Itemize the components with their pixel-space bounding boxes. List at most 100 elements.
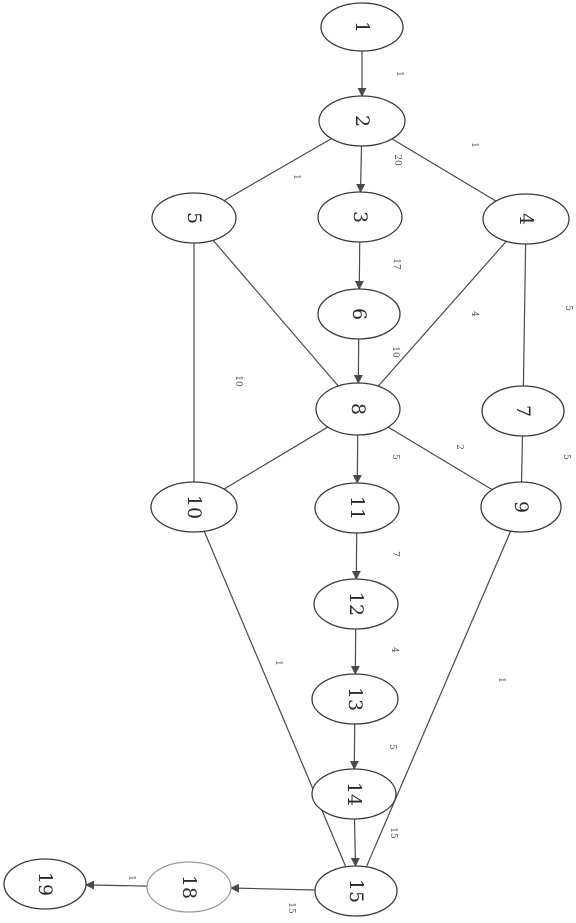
node-13: 13 [311, 673, 399, 725]
node-10: 10 [150, 481, 238, 533]
edge-8-10 [223, 426, 329, 490]
node-14: 14 [311, 768, 397, 820]
edge-weight-8-11: 5 [390, 454, 400, 460]
edge-9-15 [365, 530, 512, 868]
node-11-label: 11 [346, 496, 368, 520]
edge-weight-5-8: 10 [233, 375, 243, 387]
node-8: 8 [315, 382, 401, 436]
node-9: 9 [480, 481, 562, 533]
arrow-15-18 [230, 883, 316, 893]
edge-weight-6-8: 10 [390, 346, 400, 358]
line-2-5 [223, 138, 332, 202]
node-4: 4 [482, 193, 570, 245]
edge-weight-10-15: 1 [273, 660, 283, 666]
edge-weight-1-2: 1 [394, 71, 404, 77]
node-2: 2 [318, 95, 406, 147]
edge-weight-2-5: 1 [291, 174, 301, 180]
node-3: 3 [317, 191, 403, 243]
node-10-ellipse [150, 481, 238, 533]
node-13-label: 13 [344, 687, 366, 711]
line-4-7 [522, 243, 527, 387]
node-5: 5 [151, 192, 237, 244]
node-19-ellipse [3, 858, 87, 910]
arrow-2-3 [356, 145, 366, 193]
edge-2-3 [356, 145, 366, 193]
node-2-ellipse [318, 95, 406, 147]
node-11: 11 [314, 482, 400, 534]
arrow-18-19 [85, 880, 148, 890]
edge-weight-8-9: 2 [454, 444, 464, 450]
edge-weight-13-14: 5 [387, 744, 397, 750]
node-12-ellipse [313, 578, 399, 630]
edge-8-9 [387, 426, 493, 491]
node-18-ellipse [146, 861, 232, 913]
edge-weight-15-18: 15 [286, 902, 296, 914]
node-6: 6 [317, 288, 401, 340]
node-13-ellipse [311, 673, 399, 725]
node-4-ellipse [482, 193, 570, 245]
node-1: 1 [320, 2, 404, 52]
edge-weight-14-15: 15 [388, 827, 398, 839]
edge-5-8 [212, 239, 339, 387]
edge-weight-18-19: 1 [126, 875, 136, 881]
edge-weight-4-7: 5 [563, 305, 573, 311]
line-2-4 [391, 138, 497, 202]
node-8-ellipse [315, 382, 401, 436]
node-7: 7 [481, 385, 565, 437]
node-18-label: 18 [178, 875, 200, 899]
node-1-label: 1 [351, 21, 373, 33]
node-15: 15 [314, 865, 398, 917]
node-15-ellipse [314, 865, 398, 917]
edge-weight-2-4: 1 [469, 142, 479, 148]
node-14-ellipse [311, 768, 397, 820]
edge-weight-7-9: 5 [561, 454, 571, 460]
edge-weight-3-6: 17 [391, 258, 401, 270]
node-10-label: 10 [183, 495, 205, 519]
node-6-ellipse [317, 288, 401, 340]
edge-weight-4-8: 4 [469, 311, 479, 317]
node-2-label: 2 [351, 115, 373, 127]
node-14-label: 14 [343, 782, 365, 806]
edge-weight-12-13: 4 [389, 647, 399, 653]
node-1-ellipse [320, 2, 404, 52]
node-9-ellipse [480, 481, 562, 533]
node-12-label: 12 [345, 592, 367, 616]
line-4-8 [377, 240, 507, 387]
node-7-ellipse [481, 385, 565, 437]
node-3-ellipse [317, 191, 403, 243]
node-19: 19 [3, 858, 87, 910]
line-5-8 [212, 239, 339, 387]
edge-15-18 [230, 883, 316, 893]
arrow-14-15 [350, 818, 360, 867]
edge-4-7 [522, 243, 527, 387]
node-3-label: 3 [349, 211, 371, 223]
line-7-9 [520, 435, 524, 483]
node-12: 12 [313, 578, 399, 630]
edge-18-19 [85, 880, 148, 890]
node-5-ellipse [151, 192, 237, 244]
node-5-label: 5 [183, 212, 205, 224]
node-18: 18 [146, 861, 232, 913]
edge-2-5 [223, 138, 332, 202]
node-8-label: 8 [347, 403, 369, 415]
edge-2-4 [391, 138, 497, 202]
node-7-label: 7 [512, 405, 534, 417]
edge-14-15 [350, 818, 360, 867]
node-9-label: 9 [510, 501, 532, 513]
node-19-label: 19 [34, 872, 56, 896]
edge-4-8 [377, 240, 507, 387]
edge-7-9 [520, 435, 524, 483]
edges-layer [85, 51, 527, 893]
line-8-9 [387, 426, 493, 491]
edge-weight-9-15: 1 [496, 677, 506, 683]
edge-weight-11-12: 7 [390, 551, 400, 557]
node-11-ellipse [314, 482, 400, 534]
node-15-label: 15 [345, 879, 367, 903]
line-9-15 [365, 530, 512, 868]
edge-weight-2-3: 20 [392, 154, 402, 166]
line-8-10 [223, 426, 329, 490]
node-4-label: 4 [515, 213, 537, 225]
